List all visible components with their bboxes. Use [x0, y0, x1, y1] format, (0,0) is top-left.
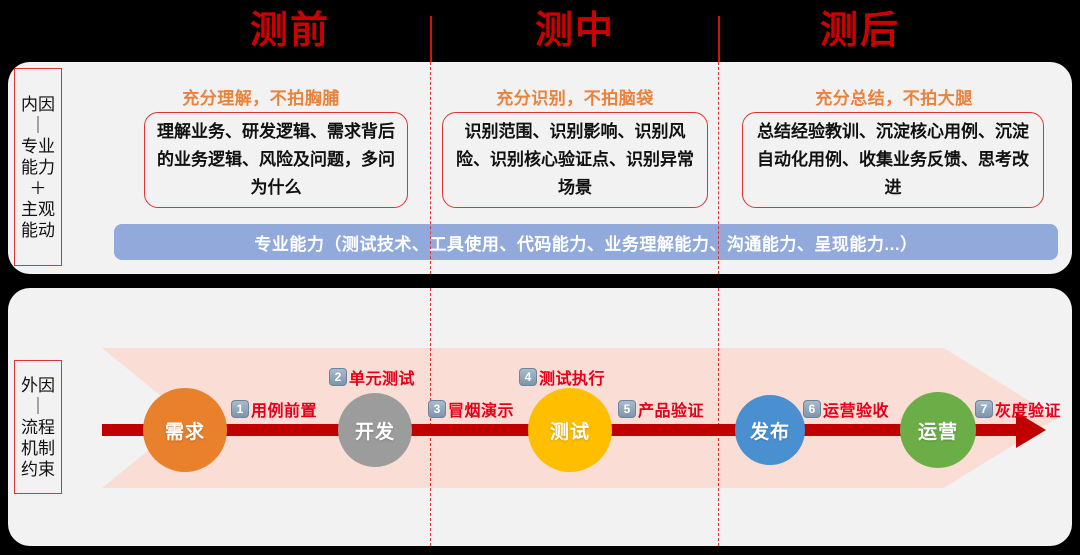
step-label-text: 单元测试	[349, 371, 416, 388]
phase-subtitle-in-test: 充分识别，不拍脑袋	[496, 89, 654, 108]
timeline-node-2[interactable]: 测试	[528, 388, 612, 472]
phase-column-post-test: 充分总结，不拍大腿 总结经验教训、沉淀核心用例、沉淀自动化用例、收集业务反馈、思…	[726, 62, 1062, 274]
step-number-badge: 3	[428, 400, 446, 418]
step-label-text: 灰度验证	[995, 403, 1062, 420]
step-label-text: 产品验证	[638, 403, 705, 420]
phase-header-pre-test: 测前	[249, 10, 330, 52]
timeline-node-label: 测试	[549, 421, 590, 443]
timeline-arrowhead-icon	[1016, 412, 1046, 448]
side-label-internal: 内因 ｜ 专业 能力 ＋ 主观 能动	[14, 68, 62, 266]
phase-column-pre-test: 充分理解，不拍胸脯 理解业务、研发逻辑、需求背后的业务逻辑、风险及问题，多问为什…	[100, 62, 422, 274]
step-label-text: 测试执行	[539, 371, 606, 388]
step-label-text: 冒烟演示	[448, 403, 515, 420]
phase-column-in-test: 充分识别，不拍脑袋 识别范围、识别影响、识别风险、识别核心验证点、识别异常场景	[438, 62, 712, 274]
timeline-node-label: 需求	[164, 421, 205, 443]
phase-subtitle-pre-test: 充分理解，不拍胸脯	[182, 89, 340, 108]
phase-header-post-test: 测后	[819, 10, 900, 52]
step-number-badge: 4	[519, 368, 537, 386]
phase-card-pre-test: 理解业务、研发逻辑、需求背后的业务逻辑、风险及问题，多问为什么	[144, 112, 408, 208]
step-number-badge: 5	[618, 400, 636, 418]
phase-header-in-test: 测中	[534, 10, 615, 52]
timeline-node-0[interactable]: 需求	[143, 388, 227, 472]
phase-card-in-test: 识别范围、识别影响、识别风险、识别核心验证点、识别异常场景	[442, 112, 708, 208]
side-label-external: 外因 ｜ 流程 机制 约束	[14, 360, 62, 494]
phase-divider-top-2	[718, 62, 719, 274]
capability-bar: 专业能力（测试技术、工具使用、代码能力、业务理解能力、沟通能力、呈现能力...）	[114, 224, 1058, 260]
timeline-node-label: 发布	[749, 421, 790, 443]
step-number-badge: 6	[803, 400, 821, 418]
phase-divider-top-1	[430, 62, 431, 274]
timeline-node-3[interactable]: 发布	[735, 395, 805, 465]
header-separator-2	[718, 16, 720, 62]
phase-card-post-test: 总结经验教训、沉淀核心用例、沉淀自动化用例、收集业务反馈、思考改进	[742, 112, 1044, 208]
header-separator-1	[430, 16, 432, 62]
phase-header-strip: 测前 测中 测后	[0, 0, 1080, 62]
step-number-badge: 2	[329, 368, 347, 386]
timeline-node-4[interactable]: 运营	[900, 392, 976, 468]
step-label-text: 运营验收	[823, 403, 890, 420]
phase-divider-bottom-2	[718, 288, 719, 546]
timeline-node-label: 开发	[354, 421, 395, 443]
step-number-badge: 7	[975, 400, 993, 418]
timeline-node-label: 运营	[917, 421, 958, 443]
step-number-badge: 1	[231, 400, 249, 418]
phase-subtitle-post-test: 充分总结，不拍大腿	[815, 89, 973, 108]
timeline-node-1[interactable]: 开发	[338, 393, 412, 467]
step-label-text: 用例前置	[251, 403, 318, 420]
